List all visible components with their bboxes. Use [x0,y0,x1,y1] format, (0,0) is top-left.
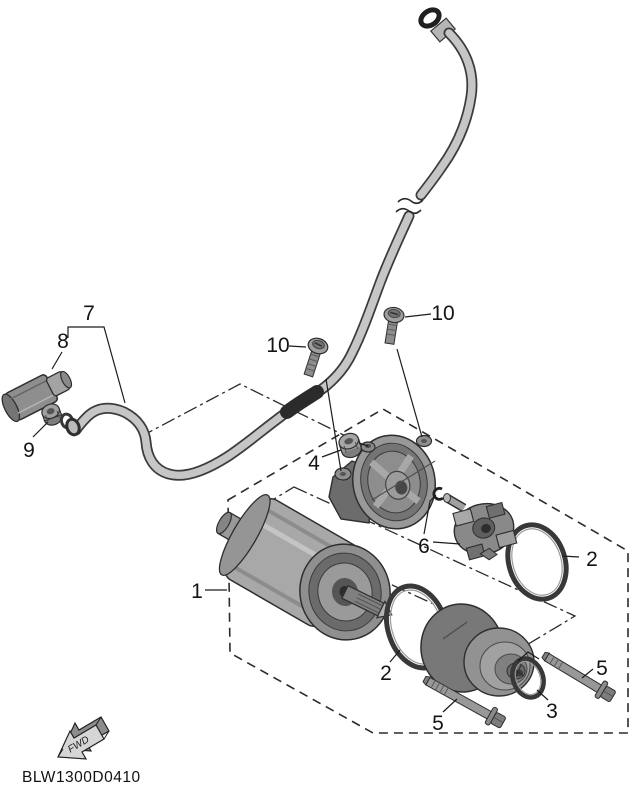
armature-yoke [215,494,393,641]
cable-ring-terminal-top [418,7,442,29]
leader-bolt10-right [396,348,423,438]
leader-8 [51,351,63,370]
leader-4a [321,449,342,458]
inner-dashdot-box [242,486,577,647]
leader-10-left [288,345,307,348]
part-label-1: 1 [191,580,203,603]
part-label-5-left: 5 [432,712,444,735]
leader-3 [536,689,549,701]
leader-6-right [432,541,461,545]
c-clip [432,487,444,501]
diagram-code: BLW1300D0410 [22,769,141,786]
part-label-7: 7 [83,302,95,325]
through-bolt-right [541,651,616,702]
leader-5-right [581,668,594,679]
cable-centerline [139,383,367,447]
part-label-6: 6 [418,535,430,558]
part-label-5-right: 5 [596,657,608,680]
leader-4b [358,442,369,447]
part-label-2-left: 2 [380,662,392,685]
leader-7-bracket [67,326,126,404]
mount-bolt-right [383,306,405,345]
through-bolt-left [422,675,506,729]
o-ring-right [505,522,569,602]
leader-9 [32,421,49,438]
terminal-cap [1,370,73,423]
leader-3-bracket [517,651,540,662]
cable-nut [41,403,63,426]
leader-10-right [404,313,432,318]
part-label-10-left: 10 [266,334,289,357]
fwd-arrow: FWD [57,716,110,760]
part-label-2-right: 2 [586,548,598,571]
front-bracket [328,434,437,530]
mount-bolt-left [303,337,329,378]
brush-holder [443,493,518,561]
construction-lines [139,383,629,734]
leader-2-left [389,649,401,663]
part-label-3: 3 [546,700,558,723]
cable-eyelet-end [65,417,81,437]
leader-2-right [561,555,580,558]
callout-numbers: 7 8 9 10 10 4 1 6 2 2 3 5 5 [23,302,608,735]
battery-cable [65,7,478,481]
leader-bolt10-left [325,378,342,472]
leader-6-up [423,494,437,535]
o-ring-small [510,656,546,700]
leader-5-left [442,698,458,713]
part-label-10-right: 10 [431,302,454,325]
break-symbol [397,197,424,205]
leader-lines [32,313,594,713]
part-label-8: 8 [57,330,69,353]
part-label-4: 4 [308,452,320,475]
rear-cover [420,603,535,697]
part-label-9: 9 [23,439,35,462]
break-symbol [395,207,422,215]
cable-boot [280,385,324,419]
